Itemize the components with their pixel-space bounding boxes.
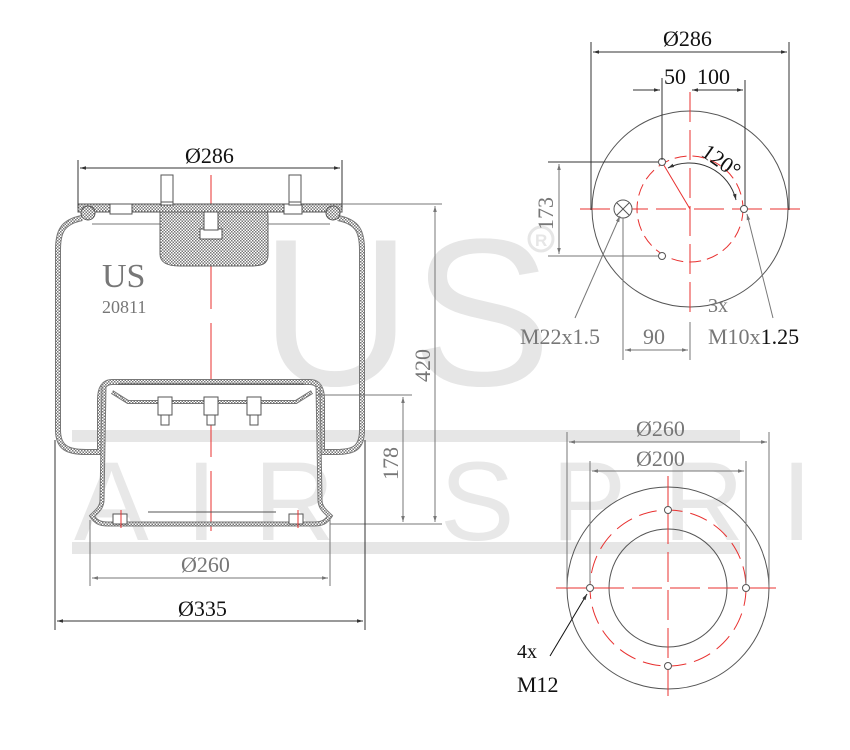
top-stud-thread-prefix: M10x bbox=[708, 324, 761, 349]
side-top-diameter: Ø286 bbox=[185, 143, 234, 168]
top-inlet-offset: 90 bbox=[643, 324, 665, 349]
side-part-number: 20811 bbox=[102, 297, 146, 317]
top-stud-right bbox=[288, 174, 302, 206]
left-crimp bbox=[80, 205, 96, 221]
mount-hole bbox=[742, 584, 750, 592]
top-view: 120° Ø286 50 100 173 90 M22x1.5 3x M10x1… bbox=[520, 26, 800, 360]
side-piston-height: 178 bbox=[378, 447, 403, 480]
stud-hole bbox=[740, 205, 748, 213]
watermark-brand: US bbox=[260, 195, 552, 430]
right-crimp bbox=[325, 205, 341, 221]
registered-mark-letter: R bbox=[535, 231, 547, 250]
top-angle: 120° bbox=[697, 139, 746, 183]
side-brand-label: US bbox=[102, 258, 145, 295]
mount-hole bbox=[664, 662, 672, 670]
top-stud-thread-suffix: 1.25 bbox=[761, 324, 800, 349]
top-inlet-thread: M22x1.5 bbox=[520, 324, 600, 349]
top-stud-count: 3x bbox=[708, 295, 728, 317]
stud-hole bbox=[658, 252, 666, 260]
top-bolt-span: 173 bbox=[533, 197, 558, 230]
piston-bolts bbox=[157, 396, 262, 426]
side-height-total: 420 bbox=[410, 349, 435, 382]
bottom-outer-diameter: Ø260 bbox=[636, 416, 685, 441]
bottom-bolt-circle-diameter: Ø200 bbox=[636, 446, 685, 471]
watermark-band-top bbox=[72, 430, 740, 442]
mount-hole bbox=[664, 506, 672, 514]
side-max-diameter: Ø335 bbox=[178, 596, 227, 621]
registered-mark-icon bbox=[527, 225, 555, 253]
top-offset-right: 100 bbox=[697, 64, 730, 89]
bottom-view: Ø260 Ø200 4x M12 bbox=[517, 416, 780, 700]
side-piston-diameter: Ø260 bbox=[181, 552, 230, 577]
top-outer-diameter: Ø286 bbox=[663, 26, 712, 51]
bellows-sleeve-hatch bbox=[56, 216, 364, 454]
bottom-hole-thread: M12 bbox=[517, 672, 559, 697]
watermark-band-bottom bbox=[72, 542, 740, 554]
top-offset-left: 50 bbox=[664, 64, 686, 89]
top-stud-left bbox=[160, 174, 174, 206]
top-stud-thread: M10x1.25 bbox=[708, 324, 799, 349]
mount-hole bbox=[586, 584, 594, 592]
side-view: US 20811 Ø286 420 178 Ø260 Ø335 bbox=[54, 143, 442, 630]
bottom-hole-count: 4x bbox=[517, 641, 537, 663]
